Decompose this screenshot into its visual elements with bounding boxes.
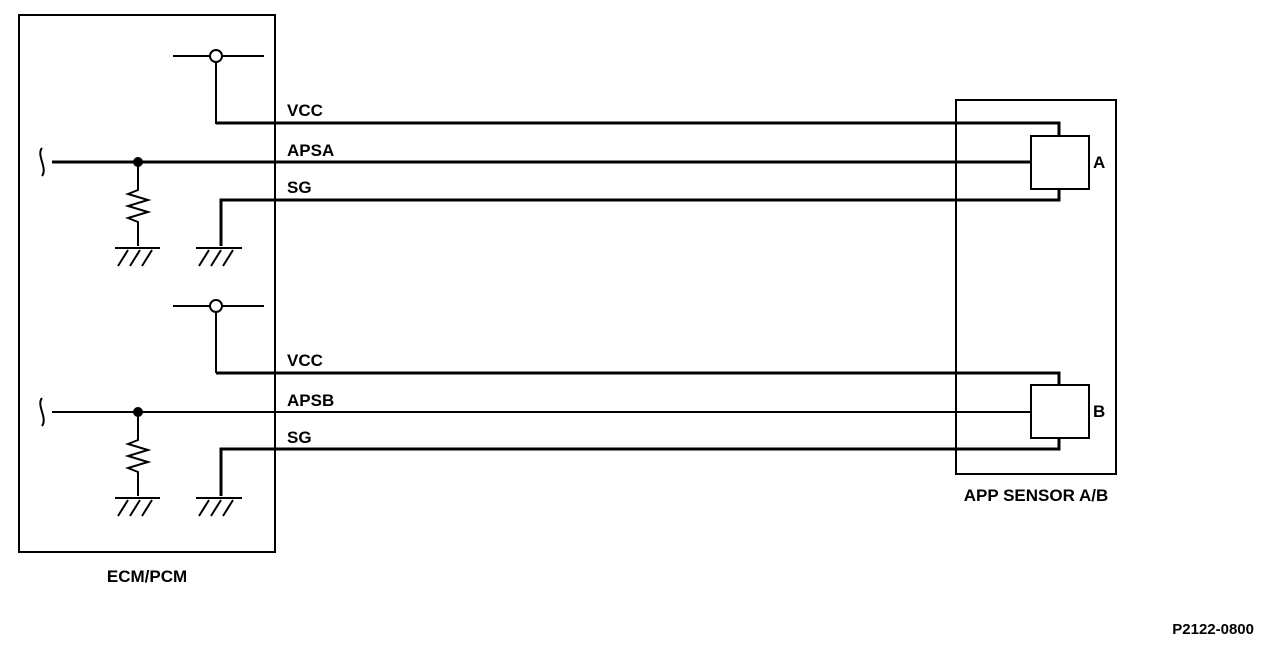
sensor-box [955, 99, 1117, 475]
figure-code: P2122-0800 [1172, 621, 1254, 638]
vcc-supply-a [173, 49, 264, 124]
wire-sg-a-label: SG [287, 178, 312, 197]
wire-sg-b-label: SG [287, 428, 312, 447]
wire-vcc-b-label: VCC [287, 351, 323, 370]
ground-symbol-a2 [196, 247, 242, 267]
wire-vcc-b [216, 371, 1061, 385]
sensor-element-a-label: A [1093, 153, 1105, 172]
vcc-supply-b [173, 299, 264, 373]
ecm-label: ECM/PCM [107, 567, 187, 586]
sensor-element-a [1030, 135, 1090, 190]
ground-symbol-b1 [115, 497, 160, 517]
sensor-label: APP SENSOR A/B [964, 486, 1109, 505]
ground-symbol-b2 [196, 497, 242, 517]
sensor-element-b [1030, 384, 1090, 439]
resistor-b [124, 412, 152, 496]
break-symbol-a [39, 147, 45, 177]
wire-vcc-a [216, 121, 1061, 136]
break-symbol-b [39, 397, 45, 427]
wire-apsb-label: APSB [287, 391, 334, 410]
resistor-a [124, 162, 152, 246]
wire-vcc-a-label: VCC [287, 101, 323, 120]
sensor-element-b-label: B [1093, 402, 1105, 421]
wire-sg-b [219, 438, 1061, 496]
ecm-box [18, 14, 276, 553]
ground-symbol-a1 [115, 247, 160, 267]
wire-apsa-label: APSA [287, 141, 334, 160]
wire-sg-a [219, 189, 1061, 246]
